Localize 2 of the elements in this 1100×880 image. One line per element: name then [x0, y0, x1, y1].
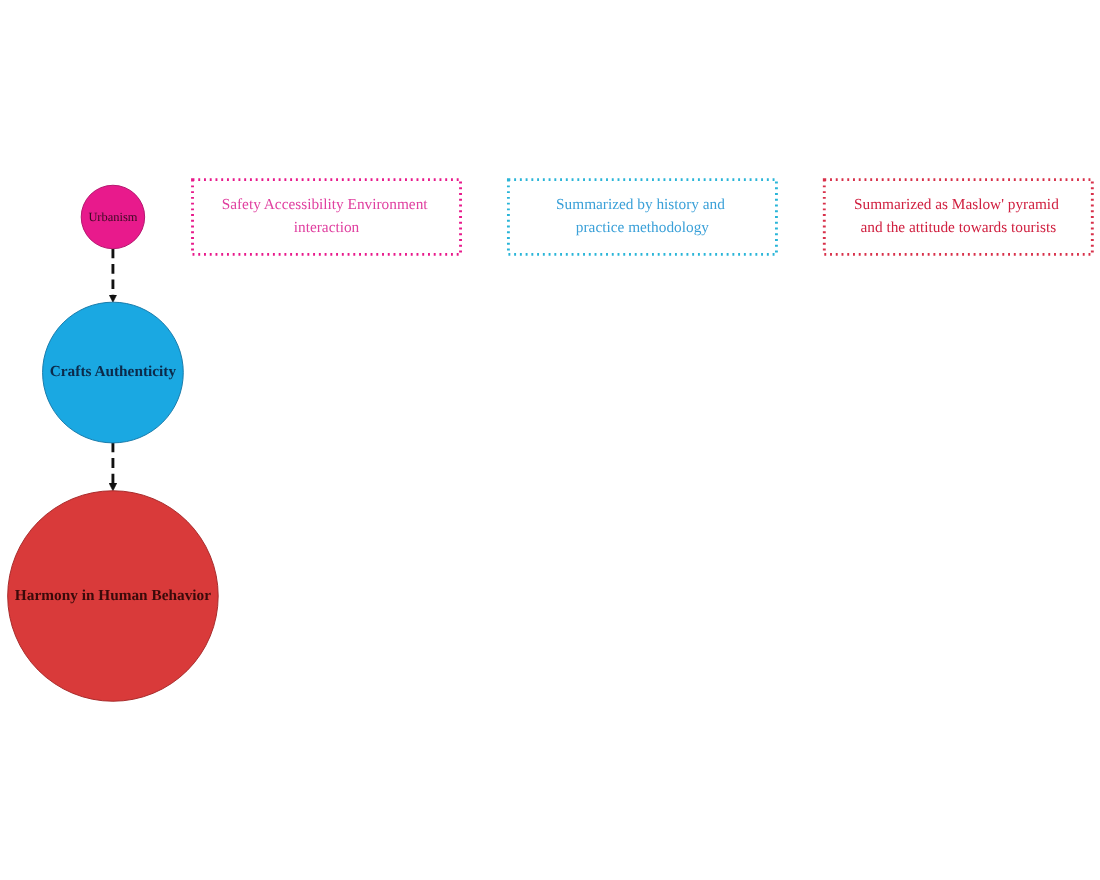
arrow — [108, 248, 118, 303]
arrow — [108, 442, 118, 491]
